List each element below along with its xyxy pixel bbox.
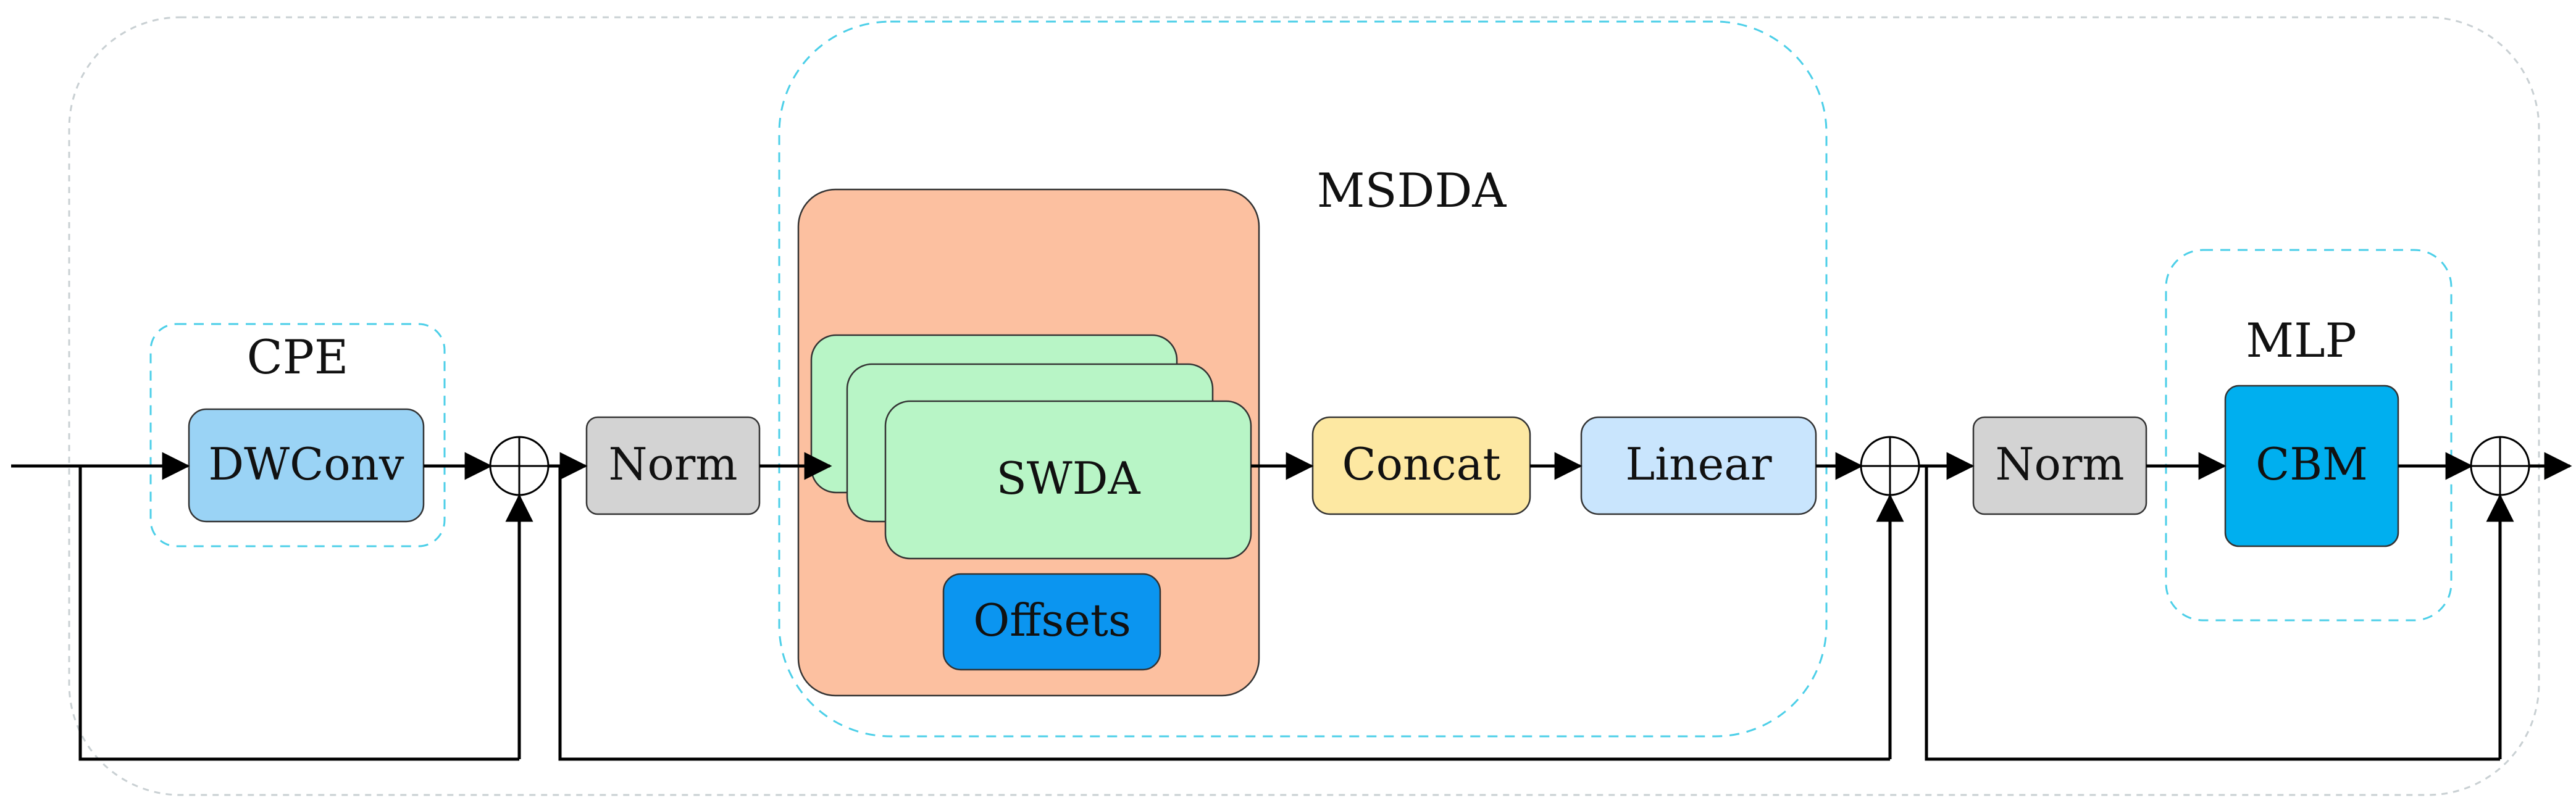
offsets-block	[942, 573, 1161, 671]
attention-residual-connection	[558, 466, 1890, 761]
third-sum-node	[2470, 436, 2530, 496]
cpe-label: CPE	[247, 330, 349, 385]
first-sum-node	[489, 436, 550, 496]
norm-label-first: Norm	[608, 438, 737, 490]
msdda-label: MSDDA	[1317, 163, 1507, 218]
swda-label: SWDA	[996, 452, 1140, 504]
cpe-residual-connection	[78, 466, 519, 761]
cpe-group-frame	[149, 323, 446, 547]
dwconv-label: DWConv	[208, 438, 404, 490]
outer-block-frame	[68, 16, 2540, 796]
mlp-group-frame	[2165, 249, 2453, 622]
mlp-residual-connection	[1925, 466, 2500, 761]
cbm-label: CBM	[2256, 438, 2368, 490]
mlp-label: MLP	[2246, 313, 2356, 368]
swda-block	[884, 400, 1252, 560]
concat-label: Concat	[1342, 438, 1501, 490]
offsets-label: Offsets	[973, 594, 1131, 646]
msdda-group-frame	[778, 20, 1828, 738]
linear-label: Linear	[1625, 438, 1772, 490]
second-sum-node	[1860, 436, 1920, 496]
norm-label-second: Norm	[1995, 438, 2124, 490]
